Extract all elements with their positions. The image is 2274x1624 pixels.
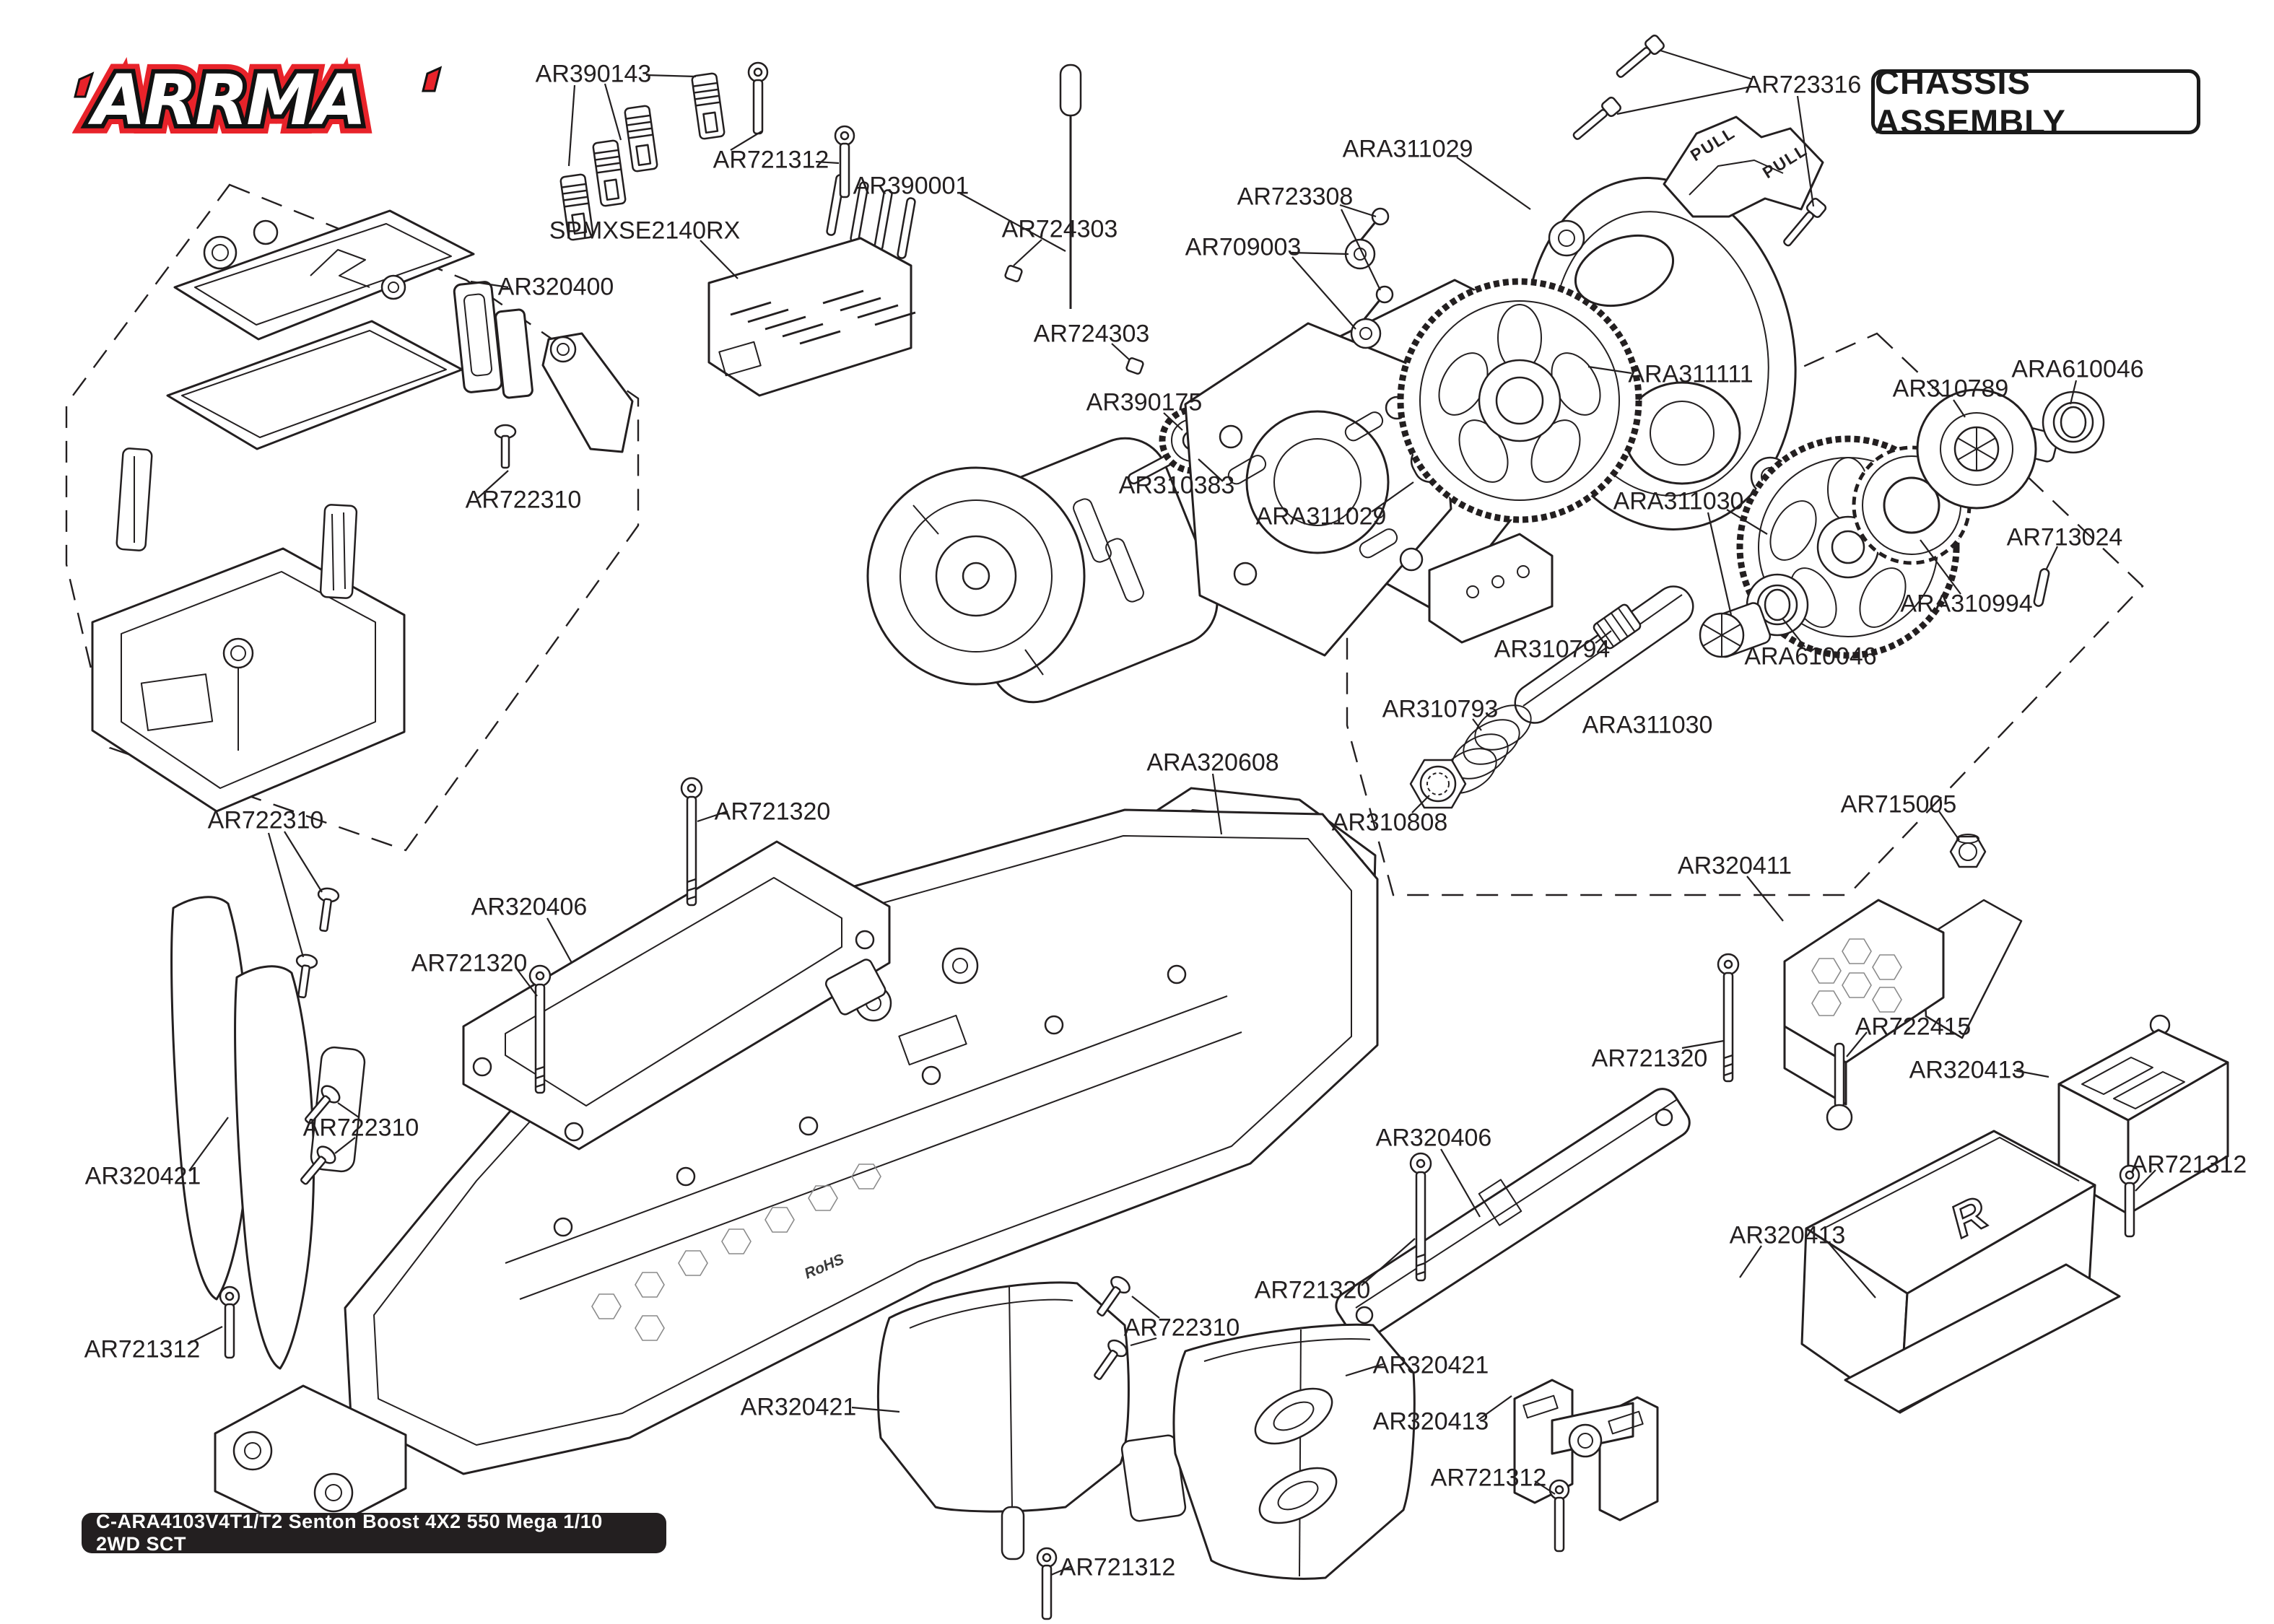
part-label-c17: ARA610046 — [2011, 355, 2144, 383]
part-label-c48: AR721312 — [1430, 1464, 1547, 1492]
part-label-c27: AR320411 — [1677, 852, 1792, 880]
part-label-c02: AR721312 — [713, 146, 829, 174]
grub-nuts — [1004, 264, 1144, 375]
part-label-c49: AR721312 — [1059, 1553, 1176, 1581]
part-label-c25: AR310808 — [1331, 808, 1448, 837]
part-label-c28: ARA320608 — [1146, 748, 1279, 777]
part-label-c47: AR320413 — [1372, 1407, 1489, 1436]
esc-drawing — [707, 174, 916, 397]
page-title: CHASSIS ASSEMBLY — [1875, 63, 2066, 141]
part-label-c08: AR709003 — [1185, 233, 1302, 261]
receiver-box-lid-drawing — [173, 209, 475, 341]
hardware-screws-drawing — [219, 32, 2140, 1620]
part-label-c06: AR724303 — [1001, 215, 1118, 243]
part-label-c01: AR390143 — [535, 60, 652, 88]
part-label-c46: AR320421 — [1372, 1351, 1489, 1379]
part-label-c13: AR310383 — [1118, 471, 1235, 499]
battery-box-right-drawing — [2057, 1014, 2229, 1215]
part-label-c45: AR320421 — [740, 1393, 857, 1421]
footer-part-code-text: C-ARA4103V4T1/T2 Senton Boost 4X2 550 Me… — [96, 1511, 603, 1555]
side-guard-left-drawing — [876, 1281, 1187, 1560]
brand-logo-text: ARRMA — [87, 60, 365, 141]
part-label-c14: ARA311029 — [1255, 502, 1387, 531]
part-label-c05: AR320400 — [497, 273, 614, 301]
part-label-c38: AR721320 — [1591, 1044, 1708, 1073]
lock-nut-ar715005 — [1949, 834, 1987, 868]
part-label-c11: AR724303 — [1033, 320, 1150, 348]
motor-drawing — [866, 437, 1219, 704]
part-label-c07: AR723308 — [1237, 183, 1354, 211]
part-label-c23: ARA311030 — [1582, 711, 1713, 739]
part-label-c42: AR721320 — [1254, 1276, 1371, 1304]
part-label-c18: ARA311030 — [1613, 487, 1744, 515]
receiver-foam-strip-drawing — [116, 448, 153, 551]
part-label-c43: AR320413 — [1729, 1221, 1846, 1249]
part-label-c37: AR722415 — [1855, 1013, 1972, 1041]
part-label-c16: AR310789 — [1892, 375, 2009, 403]
part-label-c40: AR721312 — [2130, 1151, 2247, 1179]
ball-screw-ar722415 — [1826, 1042, 1853, 1131]
part-label-c33: AR721320 — [411, 949, 528, 977]
pull-handle-drawing: PULL PULL — [1663, 115, 1824, 218]
part-label-c20: ARA310994 — [1900, 590, 2033, 618]
part-label-c24: AR310793 — [1382, 695, 1499, 723]
slipper-nut-drawing — [1409, 759, 1467, 809]
part-label-c04: SPMXSE2140RX — [549, 217, 741, 245]
slipper-shaft-drawing — [1514, 585, 1694, 724]
footer-part-code: C-ARA4103V4T1/T2 Senton Boost 4X2 550 Me… — [82, 1511, 666, 1555]
part-label-c31: AR721320 — [714, 798, 831, 826]
part-label-c36: AR721312 — [84, 1335, 201, 1363]
part-label-c21: ARA610046 — [1744, 642, 1877, 671]
receiver-clips-switch-drawing — [319, 281, 634, 599]
motor-plate-front-drawing — [1184, 322, 1554, 657]
title-box: CHASSIS ASSEMBLY — [1871, 63, 2200, 141]
pin-drawing — [2033, 568, 2050, 607]
side-guard-right-drawing — [1172, 1323, 1416, 1580]
spline-collar-drawing — [1699, 602, 1772, 658]
part-label-c34: AR722310 — [302, 1114, 419, 1142]
part-label-c30: AR722310 — [207, 806, 324, 834]
part-label-c12: AR390175 — [1086, 388, 1203, 416]
battery-tray-drawing — [462, 840, 891, 1151]
slipper-hub-drawing — [1916, 388, 2059, 510]
brand-logo: ARRMA ARRMA ARRMA — [74, 52, 443, 146]
part-label-c03: AR390001 — [853, 172, 970, 200]
part-label-c39: AR320413 — [1909, 1056, 2026, 1084]
brand-logo-outline-black: ARRMA — [87, 60, 365, 141]
part-label-c35: AR320421 — [84, 1162, 201, 1190]
battery-clamp-drawing — [1513, 1379, 1659, 1522]
part-label-c32: AR320406 — [471, 893, 588, 921]
receiver-box-tub-drawing — [91, 547, 406, 813]
foam-pad-drawing — [1844, 1263, 2121, 1413]
plate-screws-washers — [1344, 207, 1394, 349]
chassis-tub-drawing: RoHS — [214, 808, 1379, 1539]
part-label-c44: AR722310 — [1123, 1314, 1240, 1342]
part-label-c15: ARA311111 — [1628, 360, 1754, 388]
antenna-tube-drawing — [1059, 64, 1082, 309]
brand-logo-outline-red: ARRMA — [87, 60, 365, 141]
esc-tray-drawing — [1783, 899, 2023, 1106]
leader-lines — [187, 49, 2156, 1576]
part-label-c26: AR715005 — [1840, 790, 1957, 818]
part-label-c22: AR310794 — [1494, 635, 1611, 663]
part-label-c10: AR723316 — [1745, 71, 1862, 99]
spur-gear-shaft-drawing — [1397, 278, 1642, 523]
part-label-c09: ARA311029 — [1342, 135, 1473, 163]
part-label-c29: AR722310 — [465, 486, 582, 514]
part-label-c19: AR713024 — [2006, 523, 2123, 551]
part-label-c41: AR320406 — [1375, 1124, 1492, 1152]
